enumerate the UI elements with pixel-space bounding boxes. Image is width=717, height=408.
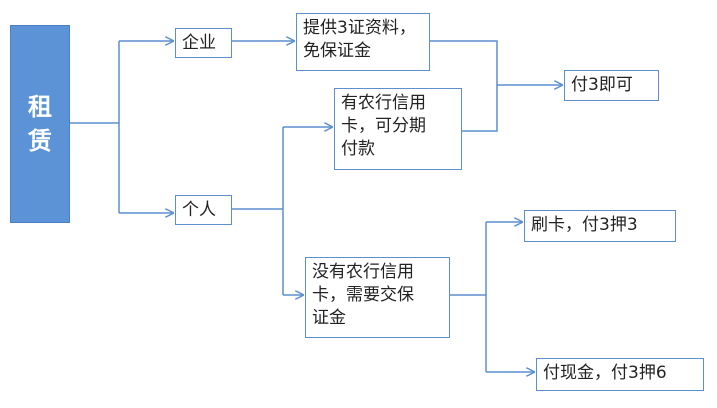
node-no-abc-card-line2: 卡，需要交保 xyxy=(312,285,414,305)
node-abc-card-line1: 有农行信用 xyxy=(341,93,426,113)
node-abc-card: 有农行信用 卡，可分期 付款 xyxy=(334,88,462,170)
node-personal: 个人 xyxy=(175,195,232,225)
node-no-abc-card-line3: 证金 xyxy=(312,308,346,328)
root-label-line2: 赁 xyxy=(28,126,52,155)
node-abc-card-line3: 付款 xyxy=(341,139,375,159)
node-company-docs-line1: 提供3证资料， xyxy=(303,18,416,38)
root-label-line1: 租 xyxy=(28,92,52,121)
node-company: 企业 xyxy=(175,28,232,58)
node-card-pay: 刷卡，付3押3 xyxy=(524,210,676,242)
node-abc-card-line2: 卡，可分期 xyxy=(341,116,426,136)
node-company-docs-line2: 免保证金 xyxy=(303,41,371,61)
node-cash-pay: 付现金，付3押6 xyxy=(536,358,704,391)
node-pay3: 付3即可 xyxy=(564,70,659,101)
root-node-rental: 租 赁 xyxy=(10,25,70,223)
node-no-abc-card: 没有农行信用 卡，需要交保 证金 xyxy=(305,257,450,338)
node-no-abc-card-line1: 没有农行信用 xyxy=(312,262,414,282)
node-company-docs: 提供3证资料， 免保证金 xyxy=(296,13,430,71)
